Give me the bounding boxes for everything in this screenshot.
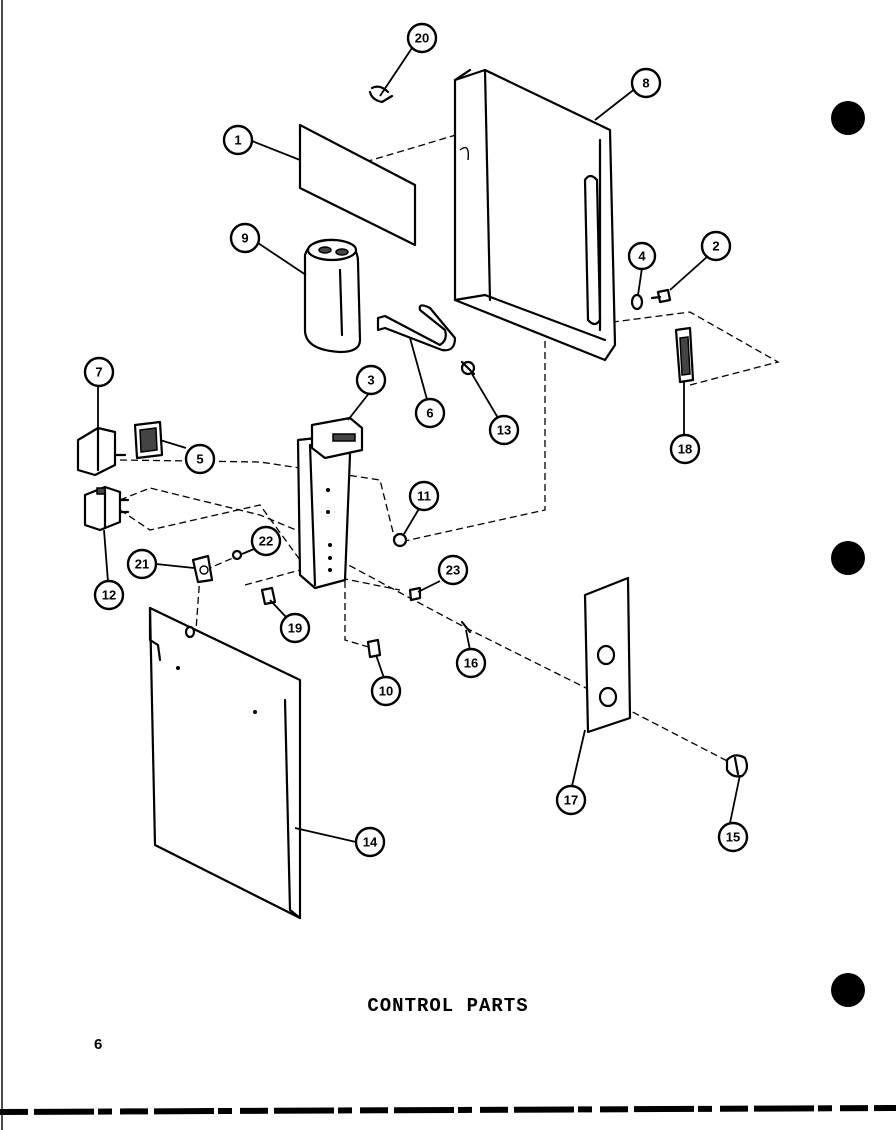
part-11-screw xyxy=(392,532,408,548)
part-13-screw xyxy=(460,360,476,376)
part-12-switch xyxy=(83,485,130,532)
callout-13: 13 xyxy=(488,414,520,446)
svg-text:22: 22 xyxy=(259,534,273,549)
part-8-bracket xyxy=(453,68,617,362)
callout-20: 20 xyxy=(406,22,438,54)
callout-15: 15 xyxy=(717,821,749,853)
part-20-clip xyxy=(368,85,394,104)
bottom-edge-line xyxy=(0,1105,896,1115)
svg-text:23: 23 xyxy=(446,563,460,578)
part-1-panel xyxy=(298,123,417,247)
callout-1: 1 xyxy=(222,124,254,156)
part-22-nut xyxy=(231,549,243,561)
callout-18: 18 xyxy=(669,433,701,465)
svg-text:1: 1 xyxy=(234,133,241,148)
callout-17: 17 xyxy=(555,784,587,816)
part-18-terminal-strip xyxy=(674,326,695,384)
binder-hole-top xyxy=(831,101,865,135)
callout-3: 3 xyxy=(355,364,387,396)
page-number: 6 xyxy=(94,1036,103,1053)
callout-10: 10 xyxy=(370,675,402,707)
svg-text:9: 9 xyxy=(241,231,248,246)
svg-text:21: 21 xyxy=(135,557,149,572)
part-5-gasket xyxy=(133,420,164,460)
svg-text:13: 13 xyxy=(497,423,511,438)
part-16-pin xyxy=(460,620,472,634)
binder-hole-bottom xyxy=(831,973,865,1007)
svg-text:10: 10 xyxy=(379,684,393,699)
svg-text:4: 4 xyxy=(638,249,646,264)
part-21-bracket xyxy=(191,554,214,584)
svg-text:18: 18 xyxy=(678,442,692,457)
callout-12: 12 xyxy=(93,579,125,611)
svg-text:5: 5 xyxy=(196,452,203,467)
svg-text:19: 19 xyxy=(288,621,302,636)
part-14-front-panel xyxy=(148,606,302,920)
svg-text:3: 3 xyxy=(367,373,374,388)
callout-14: 14 xyxy=(354,826,386,858)
svg-text:16: 16 xyxy=(464,656,478,671)
part-19-screw xyxy=(260,586,277,606)
callout-16: 16 xyxy=(455,647,487,679)
binder-hole-middle xyxy=(831,541,865,575)
svg-text:20: 20 xyxy=(415,31,429,46)
callout-2: 2 xyxy=(700,230,732,262)
part-15-knob xyxy=(725,754,749,778)
svg-text:14: 14 xyxy=(363,835,378,850)
svg-text:11: 11 xyxy=(417,489,431,504)
callout-19: 19 xyxy=(279,612,311,644)
svg-text:8: 8 xyxy=(642,76,649,91)
callout-11: 11 xyxy=(408,480,440,512)
part-4-washer xyxy=(630,293,644,311)
svg-text:15: 15 xyxy=(726,830,740,845)
part-7-relay xyxy=(76,426,127,477)
part-3-control-box xyxy=(296,416,364,590)
callout-22: 22 xyxy=(250,525,282,557)
part-23-screw xyxy=(408,586,422,602)
part-17-plate xyxy=(583,576,632,734)
part-10-screw xyxy=(366,638,382,659)
part-6-strap xyxy=(376,304,457,352)
callout-8: 8 xyxy=(630,67,662,99)
svg-text:6: 6 xyxy=(426,406,433,421)
callout-7: 7 xyxy=(83,356,115,388)
callout-21: 21 xyxy=(126,548,158,580)
svg-text:12: 12 xyxy=(102,588,116,603)
callout-9: 9 xyxy=(229,222,261,254)
svg-text:7: 7 xyxy=(95,365,102,380)
callout-leaders xyxy=(97,47,741,843)
callouts: 20 1 8 9 4 2 6 13 18 7 3 5 11 12 22 21 2… xyxy=(83,22,749,858)
part-2-screw xyxy=(650,288,672,304)
diagram-title: CONTROL PARTS xyxy=(367,995,529,1017)
callout-23: 23 xyxy=(437,554,469,586)
svg-text:2: 2 xyxy=(712,239,719,254)
callout-6: 6 xyxy=(414,397,446,429)
callout-4: 4 xyxy=(627,241,657,271)
part-9-capacitor xyxy=(303,238,362,354)
callout-5: 5 xyxy=(184,443,216,475)
svg-text:17: 17 xyxy=(564,793,578,808)
